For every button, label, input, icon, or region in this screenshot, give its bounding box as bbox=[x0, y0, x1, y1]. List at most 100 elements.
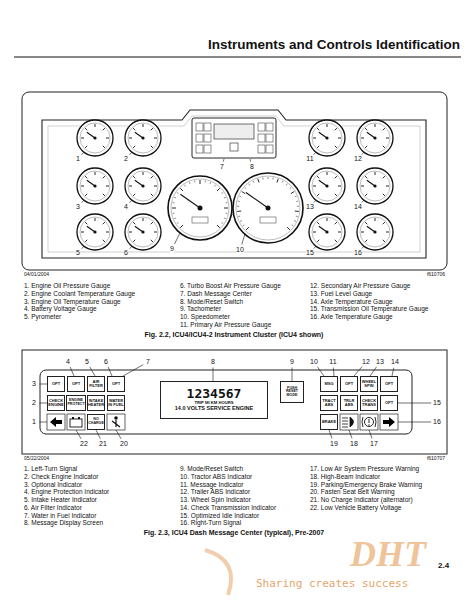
legend-item: 5. Intake Heater Indicator bbox=[24, 496, 152, 503]
page-title: Instruments and Controls Identification bbox=[208, 37, 460, 53]
gauge-hub bbox=[93, 184, 96, 187]
gauge-tick bbox=[85, 222, 87, 224]
legend-item: 20. Fasten Seat Belt Warning bbox=[310, 488, 446, 495]
indicator-button: ENGINE PROTECT bbox=[66, 395, 85, 411]
gauge-face bbox=[360, 123, 390, 153]
battery-button bbox=[67, 414, 85, 430]
button-text: AIR FILTER bbox=[88, 380, 104, 388]
callout-number: 5 bbox=[85, 358, 90, 366]
callout-number: 16 bbox=[354, 249, 363, 257]
gauge-hub bbox=[266, 206, 271, 211]
gauge-tick bbox=[375, 124, 376, 127]
legend-item: 7. Water in Fuel Indicator bbox=[24, 512, 152, 519]
legend-item: 14. Check Transmission Indicator bbox=[180, 504, 306, 511]
gauge-tick bbox=[253, 181, 255, 183]
gauge-tick bbox=[245, 187, 246, 188]
leader-line bbox=[370, 367, 377, 376]
gauge-tick bbox=[85, 240, 87, 242]
gauge-tick bbox=[383, 222, 385, 224]
gauge-tick bbox=[365, 128, 367, 130]
indicator-button: TRACT ABS bbox=[320, 395, 338, 411]
gauge-bezel bbox=[125, 120, 161, 156]
gauge-tick bbox=[335, 146, 337, 148]
leader-line bbox=[40, 403, 47, 404]
gauge-tick bbox=[338, 186, 341, 187]
button-text: OPT bbox=[345, 382, 353, 386]
gauge-tick bbox=[106, 138, 109, 139]
callout-number: 10 bbox=[236, 246, 245, 254]
figure-frame bbox=[22, 92, 447, 270]
gauge-tick bbox=[143, 218, 144, 221]
turn-signal-button bbox=[47, 414, 65, 430]
message-display: 1234567TRIP MI KM HOURS14.0 VOLTS SERVIC… bbox=[160, 381, 268, 419]
callout-number: 4 bbox=[124, 203, 129, 211]
gauge-tick bbox=[226, 213, 228, 214]
gauge-tick bbox=[194, 181, 195, 183]
odometer-window bbox=[260, 217, 276, 223]
button-text: CHECK TRANS bbox=[361, 399, 377, 407]
indicator-lamp bbox=[258, 123, 265, 131]
legend-item: 3. Engine Oil Temperature Gauge bbox=[24, 298, 152, 305]
gauge-bezel bbox=[309, 214, 345, 250]
leader-line bbox=[174, 233, 180, 244]
gauge-tick bbox=[335, 176, 337, 178]
leader-line bbox=[213, 368, 214, 381]
button-text: CHECK ENGINE bbox=[48, 399, 64, 407]
battery-icon bbox=[70, 419, 82, 427]
cluster-outline bbox=[42, 110, 426, 258]
indicator-button: NO CHARGE bbox=[87, 414, 105, 430]
legend-item: 18. High-Beam Indicator bbox=[310, 473, 446, 480]
gauge-tick bbox=[327, 218, 328, 221]
legend-item: 12. Trailer ABS Indicator bbox=[180, 488, 306, 495]
gauge-tick bbox=[375, 172, 376, 175]
leader-line bbox=[108, 367, 112, 376]
date-code: 04/01/2004 bbox=[24, 272, 49, 278]
gauge-tick bbox=[383, 146, 385, 148]
legend-item: 4. Engine Protection Indicator bbox=[24, 488, 152, 495]
gauge-tick bbox=[262, 177, 263, 179]
gauge-tick bbox=[317, 240, 319, 242]
callout-number: 10 bbox=[310, 358, 319, 366]
gauge-face bbox=[312, 123, 342, 153]
gauge-tick bbox=[258, 179, 259, 183]
callout-number: 11 bbox=[329, 358, 337, 366]
figure-frame bbox=[22, 350, 447, 454]
legend-item: 15. Optimized Idle Indicator bbox=[180, 512, 306, 519]
gauge-tick bbox=[103, 128, 105, 130]
gauge-face bbox=[80, 171, 110, 201]
legend-item: 4. Battery Voltage Gauge bbox=[24, 305, 152, 312]
gauge-tick bbox=[133, 146, 135, 148]
gauge-tick bbox=[383, 128, 385, 130]
gauge-tick bbox=[85, 176, 87, 178]
indicator-button: CHECK TRANS bbox=[360, 395, 378, 411]
callout-number: 19 bbox=[330, 440, 339, 448]
gauge-tick bbox=[133, 128, 135, 130]
gauge-tick bbox=[317, 128, 319, 130]
high-beam-icon bbox=[342, 417, 354, 427]
dash-message-center bbox=[192, 118, 276, 158]
legend-item: 1. Engine Oil Pressure Gauge bbox=[24, 282, 152, 289]
display-window bbox=[214, 124, 254, 139]
indicator-button: OPT bbox=[340, 376, 358, 392]
watermark-swoosh bbox=[205, 550, 231, 595]
callout-number: 6 bbox=[104, 358, 109, 366]
button-text: OPT bbox=[112, 382, 120, 386]
gauge-tick bbox=[292, 225, 294, 226]
gauge-tick bbox=[85, 146, 87, 148]
gauge-tick bbox=[361, 232, 364, 233]
gauge-tick bbox=[106, 186, 109, 187]
callout-number: 15 bbox=[433, 399, 442, 407]
indicator-button: MSG bbox=[320, 376, 338, 392]
button-text: INTAKE HEATER bbox=[88, 399, 104, 407]
gauge-hub bbox=[93, 230, 96, 233]
gauge-tick bbox=[173, 202, 175, 203]
mode-reset-switch: PUSH RESET MODE bbox=[280, 381, 304, 403]
legend-item: 15. Transmission Oil Temperature Gauge bbox=[310, 305, 446, 312]
gauge-bezel bbox=[168, 176, 232, 240]
display-digits: 1234567 bbox=[187, 387, 242, 400]
leader-line bbox=[369, 430, 372, 438]
battery-terminal bbox=[72, 417, 74, 419]
indicator-button: OPT bbox=[67, 376, 85, 392]
leader-line bbox=[398, 403, 431, 404]
button-text: OPT bbox=[72, 382, 80, 386]
